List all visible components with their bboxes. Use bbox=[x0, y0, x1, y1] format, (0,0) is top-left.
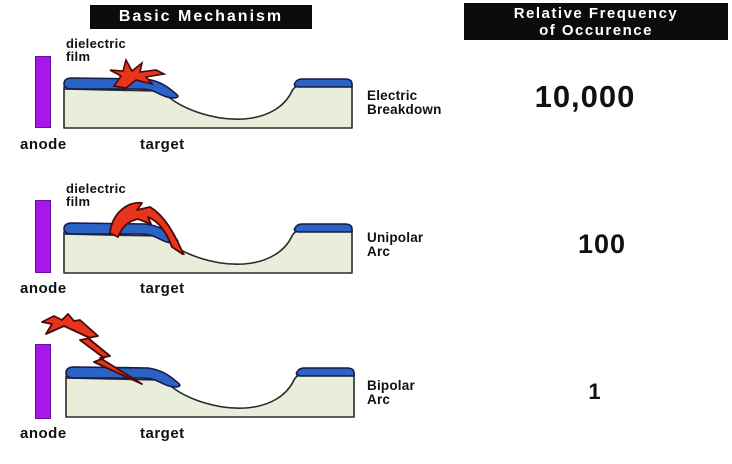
header-relative-frequency: Relative Frequency of Occurence bbox=[464, 3, 728, 40]
target-label: target bbox=[140, 280, 185, 297]
large-lightning-bolt-icon bbox=[41, 313, 143, 385]
dielectric-film-right bbox=[295, 367, 355, 377]
target-label: target bbox=[140, 136, 185, 153]
frequency-value: 10,000 bbox=[534, 79, 636, 114]
anode-bar bbox=[35, 200, 51, 273]
header-relative-frequency-line2: of Occurence bbox=[539, 21, 653, 39]
header-relative-frequency-line1: Relative Frequency bbox=[513, 4, 679, 22]
dielectric-film-right bbox=[293, 223, 353, 233]
header-basic-mechanism-text: Basic Mechanism bbox=[118, 8, 284, 25]
anode-bar bbox=[35, 56, 51, 128]
surface-impact-starburst-icon bbox=[109, 58, 167, 89]
frequency-value: 100 bbox=[577, 229, 627, 259]
target-label: target bbox=[140, 425, 185, 442]
target-cross-section bbox=[63, 222, 353, 274]
mechanism-label: Electric Breakdown bbox=[367, 88, 442, 117]
anode-label: anode bbox=[20, 136, 67, 153]
anode-bar bbox=[35, 344, 51, 419]
header-basic-mechanism: Basic Mechanism bbox=[90, 5, 312, 29]
dielectric-film-right bbox=[293, 78, 353, 88]
dielectric-film-label: dielectric film bbox=[66, 181, 127, 209]
dielectric-film-label: dielectric film bbox=[66, 36, 127, 64]
mechanism-label: Unipolar Arc bbox=[367, 230, 424, 259]
curved-arc-bolt-icon bbox=[109, 201, 185, 255]
anode-label: anode bbox=[20, 280, 67, 297]
frequency-value: 1 bbox=[588, 379, 602, 404]
dielectric-film-left bbox=[65, 366, 181, 388]
target-body bbox=[63, 84, 353, 129]
target-cross-section bbox=[65, 366, 355, 418]
anode-label: anode bbox=[20, 425, 67, 442]
mechanism-label: Bipolar Arc bbox=[367, 378, 415, 407]
